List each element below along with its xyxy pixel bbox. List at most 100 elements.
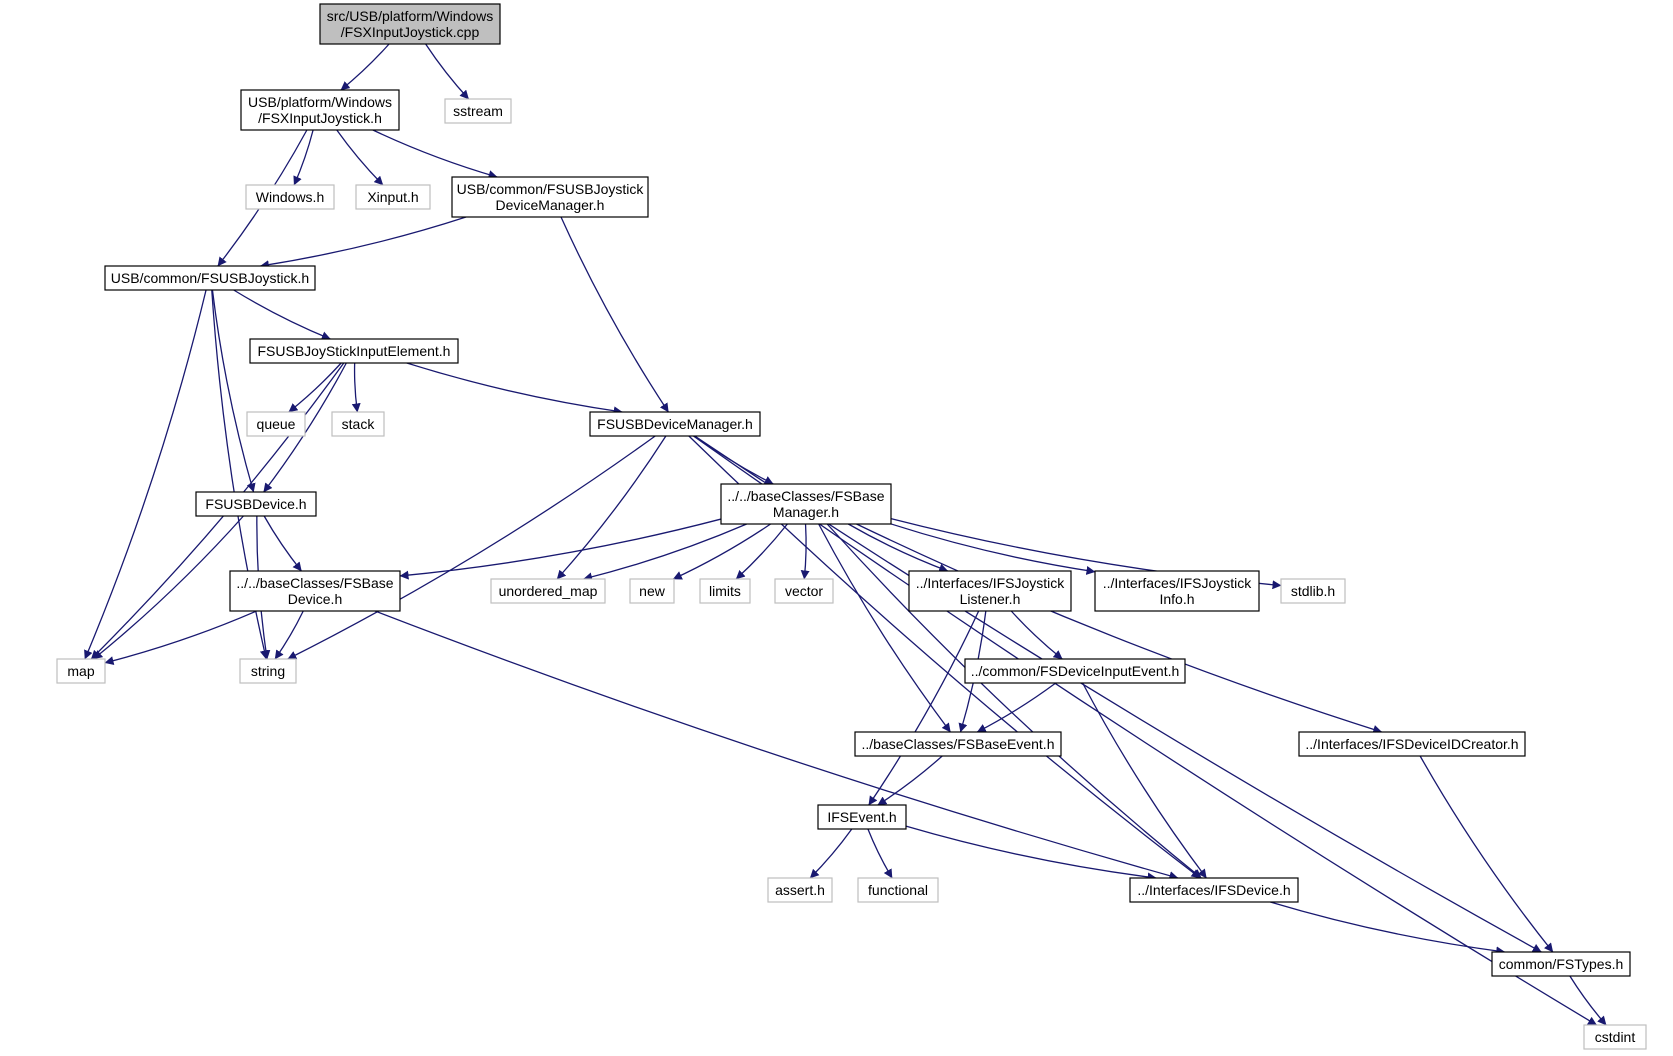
node-bevt[interactable]: ../baseClasses/FSBaseEvent.h (854, 731, 1062, 757)
edge-jie-to-queue (288, 362, 342, 413)
node-jie-box (249, 338, 459, 364)
nodes-layer: src/USB/platform/Windows/FSXInputJoystic… (56, 3, 1647, 1050)
node-jl-label-line-1: ../Interfaces/IFSJoystick (916, 575, 1066, 591)
node-new-box (629, 578, 675, 604)
node-idev-box (1129, 877, 1299, 903)
edge-ievt-to-assert (809, 828, 853, 879)
node-windowsh-label-line-1: Windows.h (256, 189, 324, 205)
node-queue-label-line-1: queue (257, 416, 296, 432)
node-die-label-line-1: ../common/FSDeviceInputEvent.h (971, 663, 1180, 679)
node-new: new (629, 578, 675, 604)
node-joy-label-line-1: USB/common/FSUSBJoystick.h (111, 270, 309, 286)
node-bevt-label-line-1: ../baseClasses/FSBaseEvent.h (862, 736, 1055, 752)
edge-bmgr-to-umap (583, 523, 747, 582)
node-idev-label-line-1: ../Interfaces/IFSDevice.h (1137, 882, 1290, 898)
edge-bmgr-to-bevt (818, 523, 951, 733)
node-bdev-label-line-2: Device.h (288, 591, 342, 607)
node-joy-box (104, 265, 316, 291)
node-didc[interactable]: ../Interfaces/IFSDeviceIDCreator.h (1298, 731, 1526, 757)
node-udm-box (589, 411, 761, 437)
node-jie[interactable]: FSUSBJoyStickInputElement.h (249, 338, 459, 364)
edge-joy-to-jie (233, 289, 331, 340)
node-root-box (319, 3, 501, 45)
node-functional-box (857, 877, 939, 903)
node-fsxh-box (240, 89, 400, 131)
node-udm-label-line-1: FSUSBDeviceManager.h (597, 416, 753, 432)
node-usbdev[interactable]: FSUSBDevice.h (195, 491, 317, 517)
node-bdev-box (229, 570, 401, 612)
edge-jie-to-udm (406, 362, 623, 416)
node-bevt-box (854, 731, 1062, 757)
edge-root-to-fsxh (340, 43, 390, 91)
node-root-label-line-2: /FSXInputJoystick.cpp (341, 24, 480, 40)
edge-root-to-sstream (425, 43, 470, 100)
edge-bmgr-to-jl (847, 523, 949, 573)
node-vector-box (774, 578, 834, 604)
node-bmgr-label-line-2: Manager.h (773, 504, 839, 520)
node-map-label-line-1: map (67, 663, 94, 679)
node-ji-label-line-2: Info.h (1159, 591, 1194, 607)
node-umap-box (490, 578, 606, 604)
edge-joy-to-usbdev (211, 289, 256, 493)
node-bmgr-label-line-1: ../../baseClasses/FSBase (727, 488, 884, 504)
node-assert-box (767, 877, 833, 903)
node-windowsh: Windows.h (245, 184, 335, 210)
node-bdev-label-line-1: ../../baseClasses/FSBase (236, 575, 393, 591)
node-stdlib: stdlib.h (1280, 578, 1346, 604)
edge-ievt-to-functional (867, 828, 893, 879)
node-queue-box (246, 411, 306, 437)
node-map: map (56, 658, 106, 684)
node-types[interactable]: common/FSTypes.h (1491, 951, 1631, 977)
node-xinputh: Xinput.h (355, 184, 431, 210)
node-root-label-line-1: src/USB/platform/Windows (327, 8, 493, 24)
node-sstream-label-line-1: sstream (453, 103, 503, 119)
node-jdm-box (451, 176, 649, 218)
node-stack-box (331, 411, 385, 437)
node-joy[interactable]: USB/common/FSUSBJoystick.h (104, 265, 316, 291)
node-functional: functional (857, 877, 939, 903)
node-fsxh-label-line-1: USB/platform/Windows (248, 94, 392, 110)
node-die[interactable]: ../common/FSDeviceInputEvent.h (964, 658, 1186, 684)
edge-die-to-bevt (976, 682, 1057, 733)
edge-bmgr-to-bdev (399, 518, 722, 580)
node-new-label-line-1: new (639, 583, 666, 599)
edge-didc-to-types (1419, 755, 1554, 953)
node-limits: limits (699, 578, 751, 604)
node-string: string (239, 658, 297, 684)
edge-fsxh-to-jdm (372, 129, 498, 179)
node-jl-label-line-2: Listener.h (960, 591, 1021, 607)
node-ievt-label-line-1: IFSEvent.h (827, 809, 896, 825)
edge-joy-to-map (84, 289, 207, 660)
node-jdm-label-line-1: USB/common/FSUSBJoystick (457, 181, 645, 197)
node-map-box (56, 658, 106, 684)
node-didc-label-line-1: ../Interfaces/IFSDeviceIDCreator.h (1305, 736, 1518, 752)
node-ievt-box (817, 804, 907, 830)
node-fsxh[interactable]: USB/platform/Windows/FSXInputJoystick.h (240, 89, 400, 131)
node-ievt[interactable]: IFSEvent.h (817, 804, 907, 830)
node-idev[interactable]: ../Interfaces/IFSDevice.h (1129, 877, 1299, 903)
node-udm[interactable]: FSUSBDeviceManager.h (589, 411, 761, 437)
node-umap: unordered_map (490, 578, 606, 604)
edge-jie-to-usbdev (263, 362, 347, 493)
node-fsxh-label-line-2: /FSXInputJoystick.h (258, 110, 382, 126)
node-xinputh-box (355, 184, 431, 210)
node-root[interactable]: src/USB/platform/Windows/FSXInputJoystic… (319, 3, 501, 45)
edge-usbdev-to-bdev (263, 515, 302, 572)
node-vector: vector (774, 578, 834, 604)
edge-bmgr-to-vector (800, 523, 810, 580)
edge-types-to-cstdint (1569, 975, 1607, 1026)
node-queue: queue (246, 411, 306, 437)
node-limits-label-line-1: limits (709, 583, 741, 599)
node-usbdev-box (195, 491, 317, 517)
node-cstdint-label-line-1: cstdint (1595, 1029, 1636, 1045)
node-stack-label-line-1: stack (342, 416, 376, 432)
node-umap-label-line-1: unordered_map (499, 583, 598, 599)
edge-bdev-to-idev (374, 610, 1179, 881)
edge-idev-to-types (1270, 901, 1506, 956)
node-assert: assert.h (767, 877, 833, 903)
